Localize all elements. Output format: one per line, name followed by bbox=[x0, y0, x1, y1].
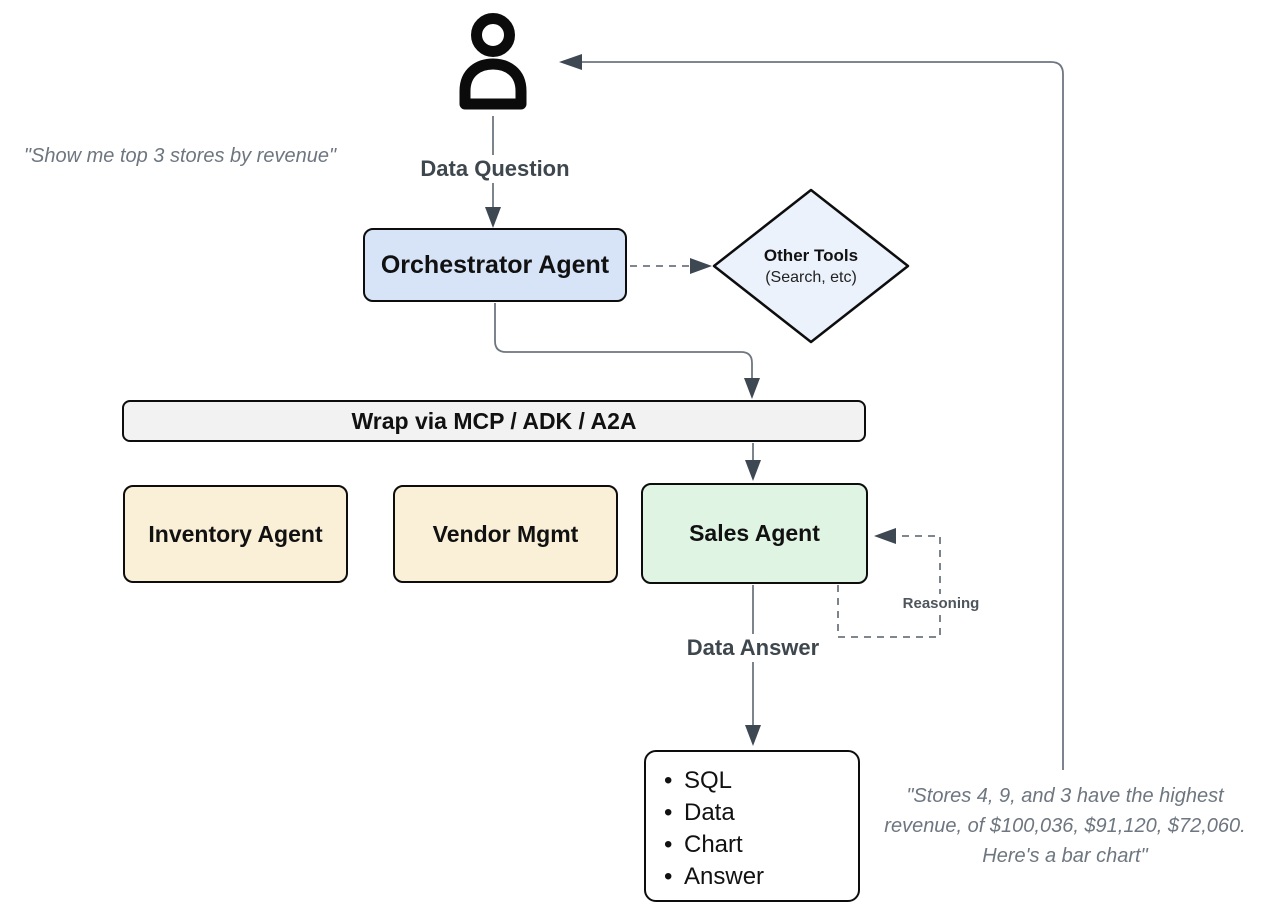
data-question-label: Data Question bbox=[403, 155, 587, 183]
vendor-mgmt-node: Vendor Mgmt bbox=[393, 485, 618, 583]
edge-orchestrator-to-wrap-bar bbox=[494, 303, 753, 392]
sales-agent-node: Sales Agent bbox=[641, 483, 868, 584]
sales-agent-label: Sales Agent bbox=[689, 520, 820, 546]
edge-answer-to-user bbox=[572, 61, 1064, 770]
other-tools-text: Other Tools (Search, etc) bbox=[706, 186, 916, 346]
other-tools-subtitle: (Search, etc) bbox=[765, 268, 857, 286]
vendor-mgmt-label: Vendor Mgmt bbox=[432, 520, 579, 547]
orchestrator-agent-label: Orchestrator Agent bbox=[380, 250, 610, 279]
diamond-shape bbox=[712, 188, 910, 344]
reasoning-label: Reasoning bbox=[888, 594, 994, 613]
arrowhead-into-wrap-bar bbox=[744, 378, 760, 399]
arrowhead-into-user bbox=[559, 54, 582, 70]
arrowhead-into-other-tools bbox=[690, 258, 712, 274]
data-answer-label: Data Answer bbox=[674, 634, 832, 662]
orchestrator-agent-node: Orchestrator Agent bbox=[363, 228, 627, 302]
output-list: SQL Data Chart Answer bbox=[660, 765, 848, 893]
inventory-agent-label: Inventory Agent bbox=[148, 520, 323, 547]
inventory-agent-node: Inventory Agent bbox=[123, 485, 348, 583]
other-tools-title: Other Tools bbox=[763, 245, 859, 265]
wrap-mcp-adk-a2a-bar: Wrap via MCP / ADK / A2A bbox=[122, 400, 866, 442]
edge-sales-reasoning-loop bbox=[837, 535, 941, 638]
output-item-answer: Answer bbox=[660, 861, 848, 893]
agent-answer-quote: "Stores 4, 9, and 3 have the highest rev… bbox=[884, 785, 1246, 867]
arrowhead-into-sales bbox=[745, 460, 761, 481]
wrap-bar-label: Wrap via MCP / ADK / A2A bbox=[351, 407, 637, 434]
user-icon-glyph bbox=[459, 13, 527, 110]
arrowhead-into-orchestrator bbox=[485, 207, 501, 228]
other-tools-node: Other Tools (Search, etc) bbox=[706, 186, 916, 346]
arrowhead-reasoning-into-sales bbox=[874, 528, 896, 544]
user-icon bbox=[452, 8, 534, 118]
output-item-data: Data bbox=[660, 797, 848, 829]
user-question-quote: "Show me top 3 stores by revenue" bbox=[23, 145, 337, 167]
output-item-chart: Chart bbox=[660, 829, 848, 861]
output-box: SQL Data Chart Answer bbox=[644, 750, 860, 902]
arrowhead-into-output-box bbox=[745, 725, 761, 746]
output-item-sql: SQL bbox=[660, 765, 848, 797]
